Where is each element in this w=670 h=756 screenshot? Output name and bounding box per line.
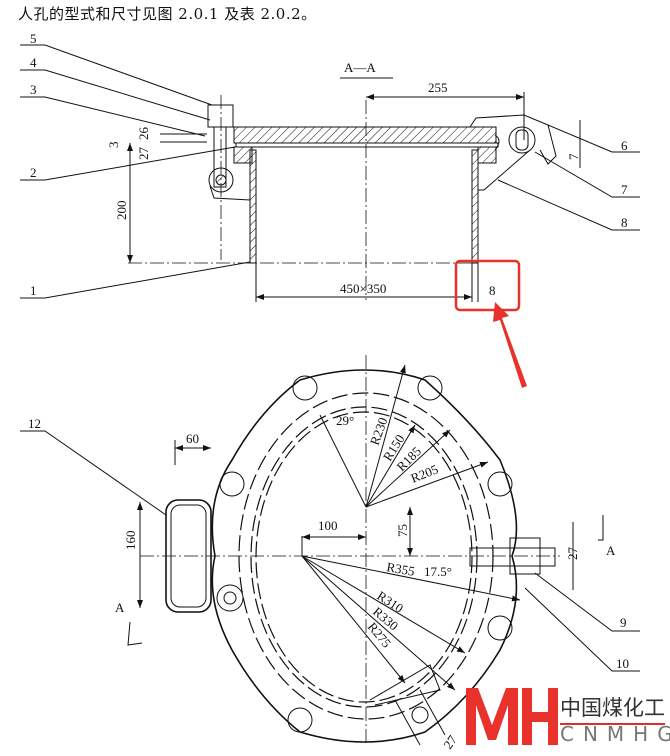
eye-bolt-ring bbox=[208, 167, 234, 193]
eye-bolt-plan-inner bbox=[223, 591, 237, 605]
part-label-8: 8 bbox=[621, 215, 628, 230]
nut bbox=[207, 104, 234, 128]
inner-circle bbox=[250, 406, 478, 708]
section-marker-right: A bbox=[606, 543, 616, 558]
dim-27: 27 bbox=[136, 147, 151, 161]
radius-r205: R205 bbox=[409, 461, 441, 485]
dim-200: 200 bbox=[114, 201, 129, 221]
hinge-ring bbox=[508, 126, 536, 154]
part-label-1: 1 bbox=[30, 283, 37, 298]
part-leaders bbox=[20, 44, 640, 299]
dim-100: 100 bbox=[318, 518, 338, 533]
section-marker-arrow-icon bbox=[127, 621, 143, 646]
plan-view: 60 160 100 75 29° R230 R150 R185 R205 R3… bbox=[20, 355, 640, 752]
inner-circle-2 bbox=[255, 411, 473, 703]
gasket bbox=[235, 142, 499, 148]
bolt-circle bbox=[238, 392, 494, 720]
leader-12 bbox=[20, 430, 167, 516]
section-title: A—A bbox=[344, 60, 376, 75]
dim-27-bottom: 27 bbox=[440, 732, 460, 752]
lug-left bbox=[209, 185, 251, 201]
hinge-plan bbox=[469, 547, 556, 567]
radius-lines bbox=[301, 364, 521, 691]
bolt bbox=[213, 126, 227, 188]
hinge-bracket bbox=[478, 134, 531, 191]
pin-rod bbox=[160, 133, 207, 143]
pin bbox=[215, 174, 227, 186]
logo-text-en: CNMHG bbox=[560, 722, 670, 746]
part-label-6: 6 bbox=[621, 138, 628, 153]
caption-text: 人孔的型式和尺寸见图 2.0.1 及表 2.0.2。 bbox=[18, 5, 317, 23]
part-label-9: 9 bbox=[620, 615, 627, 630]
flange-left bbox=[233, 146, 253, 164]
highlight-box bbox=[454, 259, 521, 312]
part-label-3: 3 bbox=[30, 82, 37, 97]
dim-255: 255 bbox=[428, 80, 448, 95]
part-label-2: 2 bbox=[30, 165, 37, 180]
highlight-arrow-icon bbox=[493, 302, 527, 388]
leader-10 bbox=[524, 587, 640, 672]
part-label-12: 12 bbox=[28, 416, 41, 431]
dim-160: 160 bbox=[123, 531, 138, 551]
leader-9 bbox=[534, 572, 640, 632]
eye-bolt-plan bbox=[216, 584, 244, 612]
neck-wall-left bbox=[249, 149, 257, 264]
dim-450x350: 450×350 bbox=[340, 281, 386, 296]
section-marker-left: A bbox=[115, 600, 125, 615]
dim-60: 60 bbox=[186, 431, 199, 446]
neck-wall-right bbox=[471, 149, 479, 264]
dim-75: 75 bbox=[395, 524, 410, 537]
part-label-4: 4 bbox=[30, 55, 37, 70]
cover-plate bbox=[233, 126, 497, 144]
flange-right bbox=[477, 146, 497, 164]
angle-29: 29° bbox=[336, 413, 354, 428]
dim-8: 8 bbox=[489, 283, 496, 298]
clamp-lugs bbox=[219, 375, 513, 733]
hinge-pin bbox=[515, 129, 529, 151]
angle-17-5: 17.5° bbox=[424, 564, 452, 579]
dim-7: 7 bbox=[566, 153, 581, 160]
bottom-hinge-pin bbox=[411, 706, 429, 724]
dim-26: 26 bbox=[136, 127, 151, 141]
part-label-7: 7 bbox=[621, 182, 628, 197]
handle-inner bbox=[170, 504, 207, 608]
section-marker-arrow-icon bbox=[598, 515, 604, 541]
handle bbox=[165, 499, 212, 613]
dim-27-right: 27 bbox=[565, 547, 580, 561]
cover-outline bbox=[211, 369, 518, 743]
section-view: A—A bbox=[20, 31, 640, 388]
cnmhg-logo-mark bbox=[466, 688, 558, 745]
part-label-10: 10 bbox=[616, 656, 629, 671]
dim-3: 3 bbox=[106, 142, 121, 149]
logo-text-cn: 中国煤化工 bbox=[560, 692, 665, 725]
part-label-5: 5 bbox=[30, 31, 37, 46]
radius-r355: R355 bbox=[385, 559, 415, 579]
hinge-plan-block bbox=[509, 537, 541, 575]
